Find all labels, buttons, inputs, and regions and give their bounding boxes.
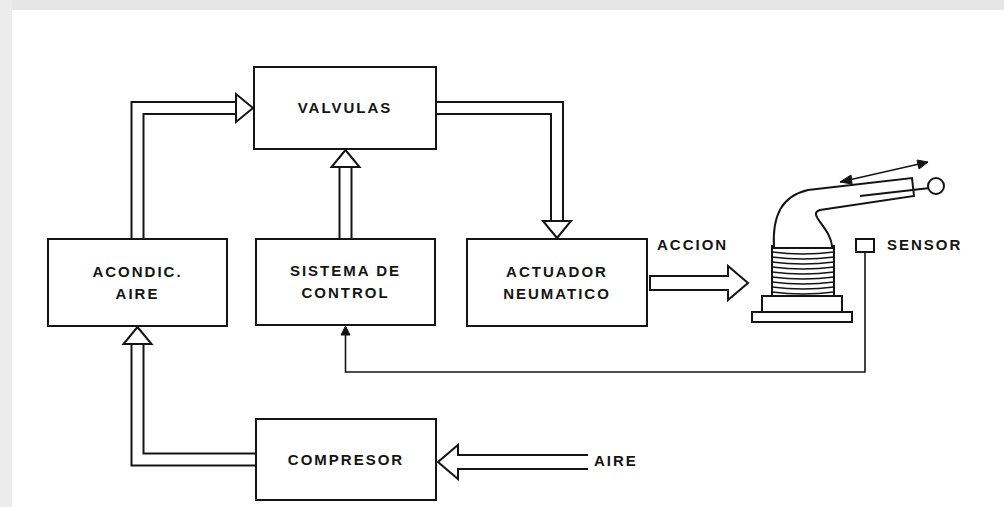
arrow-head xyxy=(332,150,360,167)
coil-winding xyxy=(772,257,834,259)
connector-outline xyxy=(339,166,353,238)
motion-arrow-heads xyxy=(840,160,928,184)
connector-fill xyxy=(138,343,257,460)
sensor-label: SENSOR xyxy=(887,234,962,256)
coil-winding xyxy=(772,292,834,294)
box-label: VALVULAS xyxy=(298,97,393,119)
frame-band xyxy=(0,0,1004,10)
box-label: ACTUADOR NEUMATICO xyxy=(482,261,632,305)
box-label: ACONDIC. AIRE xyxy=(75,261,200,305)
frame-band xyxy=(0,0,12,507)
coil-winding xyxy=(772,287,834,289)
coil-winding xyxy=(772,267,834,269)
flow-arrow xyxy=(332,150,360,239)
arrow-head xyxy=(341,326,350,335)
coil-windings xyxy=(772,252,834,294)
arrow-head xyxy=(236,94,253,122)
connector-fill xyxy=(138,108,238,239)
coil-winding xyxy=(772,262,834,264)
pneumatic-actuator-box: ACTUADOR NEUMATICO xyxy=(466,238,648,327)
box-label: SISTEMA DE CONTROL xyxy=(276,260,416,304)
coil-winding xyxy=(772,272,834,274)
control-system-box: SISTEMA DE CONTROL xyxy=(255,238,436,326)
flow-arrow xyxy=(124,327,257,460)
connector-outline xyxy=(138,343,256,460)
connector-fill xyxy=(436,108,557,222)
robot-gripper xyxy=(928,178,944,194)
valves-box: VALVULAS xyxy=(253,66,437,150)
arrow-head xyxy=(124,327,152,344)
coil-winding xyxy=(772,277,834,279)
connector-outline xyxy=(138,108,238,238)
air-conditioning-box: ACONDIC. AIRE xyxy=(47,238,228,327)
flow-arrow xyxy=(138,94,254,239)
coil-winding xyxy=(772,282,834,284)
box-label: COMPRESOR xyxy=(288,449,404,471)
coil-winding xyxy=(772,252,834,254)
robot-base-plate xyxy=(752,312,852,322)
flow-arrow xyxy=(436,108,571,238)
connector-fill xyxy=(341,166,351,239)
air-input-label: AIRE xyxy=(592,452,640,469)
air-inlet-arrow xyxy=(438,445,588,479)
connector-outline xyxy=(437,108,557,222)
compressor-box: COMPRESOR xyxy=(255,418,437,501)
robot-base xyxy=(762,296,842,312)
robot-wrist xyxy=(860,188,930,196)
robot-column xyxy=(772,246,834,296)
action-arrow xyxy=(650,266,748,300)
motion-arrow xyxy=(840,162,928,182)
arrow-head xyxy=(543,221,571,238)
sensor-box: SENSOR xyxy=(855,238,875,253)
action-label: ACCION xyxy=(655,236,730,253)
